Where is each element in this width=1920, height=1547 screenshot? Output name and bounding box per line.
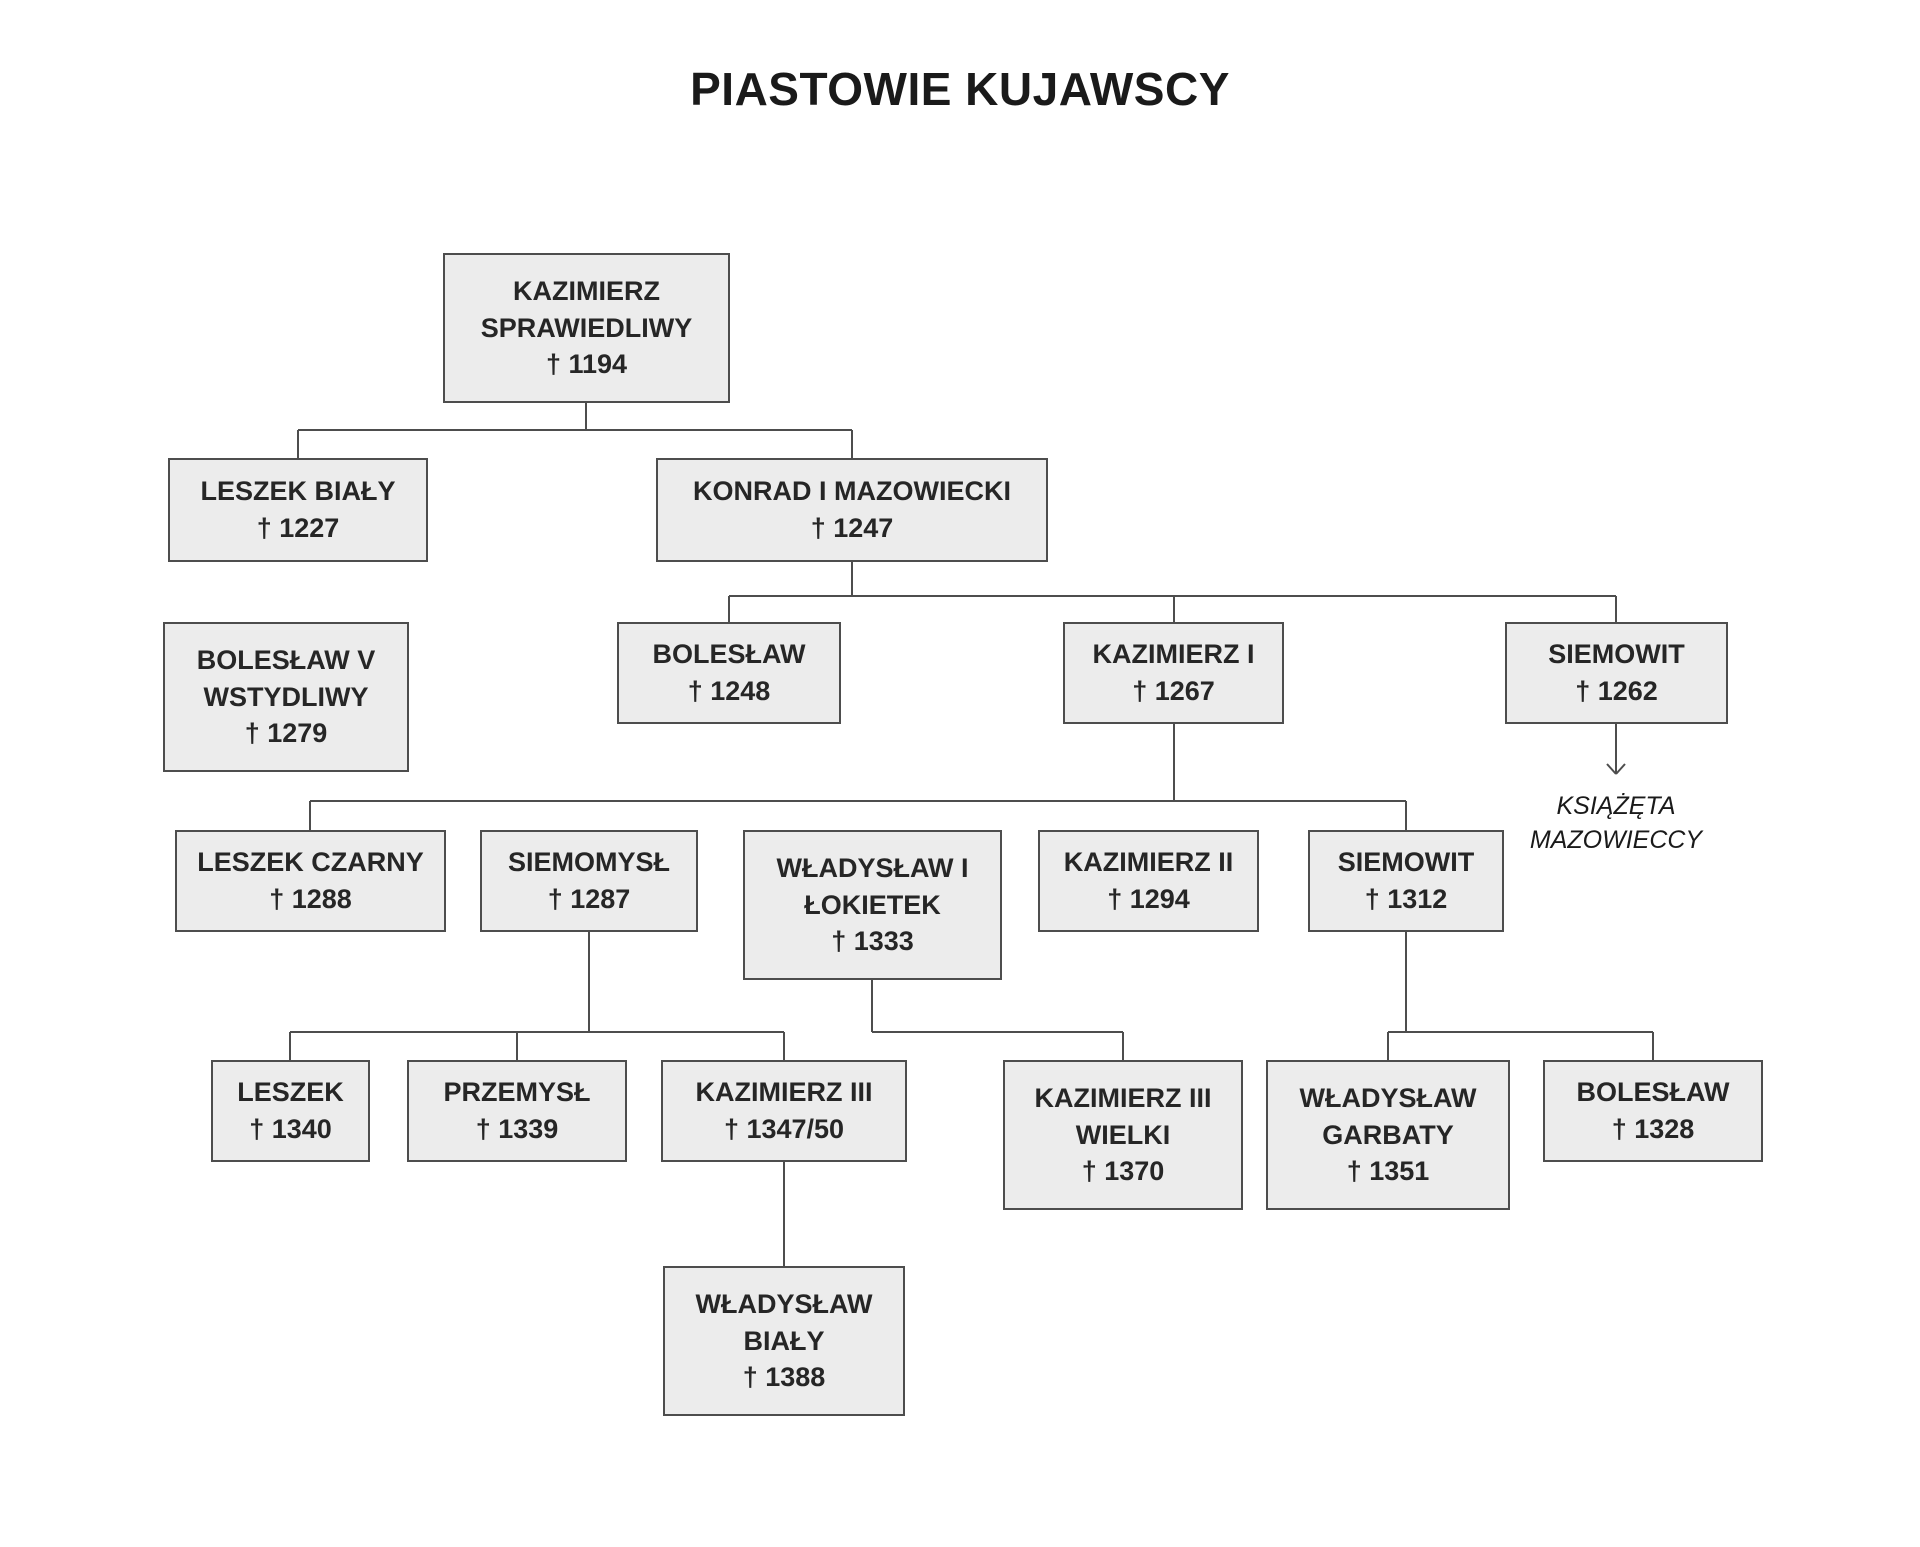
person-name-line: WŁADYSŁAW <box>695 1288 873 1319</box>
person-name-line: KAZIMIERZ I <box>1092 639 1255 670</box>
person-death-year: † 1351 <box>1346 1156 1430 1187</box>
person-box-siemomysl: SIEMOMYSŁ † 1287 <box>480 830 698 932</box>
person-box-leszek-bialy: LESZEK BIAŁY † 1227 <box>168 458 428 562</box>
person-death-year: † 1312 <box>1364 884 1448 914</box>
person-name-line: BOLESŁAW V <box>196 644 376 675</box>
person-box-konrad-i-mazowiecki: KONRAD I MAZOWIECKI † 1247 <box>656 458 1048 562</box>
person-death-year: † 1287 <box>547 884 631 914</box>
person-name-line: SPRAWIEDLIWY <box>480 312 693 343</box>
person-name-line: WIELKI <box>1075 1119 1171 1150</box>
person-name-line: BOLESŁAW <box>652 639 806 670</box>
person-box-siemowit-1262: SIEMOWIT † 1262 <box>1505 622 1728 724</box>
person-box-kazimierz-i: KAZIMIERZ I † 1267 <box>1063 622 1284 724</box>
person-death-year: † 1267 <box>1132 676 1215 706</box>
person-box-przemysl: PRZEMYSŁ † 1339 <box>407 1060 627 1162</box>
person-box-wladyslaw-garbaty: WŁADYSŁAW GARBATY † 1351 <box>1266 1060 1510 1210</box>
person-death-year: † 1247 <box>810 513 894 543</box>
person-death-year: † 1388 <box>742 1362 826 1393</box>
person-death-year: † 1294 <box>1107 884 1190 914</box>
person-death-year: † 1227 <box>256 513 340 543</box>
person-box-kazimierz-iii-wielki: KAZIMIERZ III WIELKI † 1370 <box>1003 1060 1243 1210</box>
person-name-line: WSTYDLIWY <box>203 681 369 712</box>
person-box-boleslaw-v-wstydliwy: BOLESŁAW V WSTYDLIWY † 1279 <box>163 622 409 772</box>
person-name-line: WŁADYSŁAW I <box>776 852 969 883</box>
diagram-title: PIASTOWIE KUJAWSCY <box>690 63 1230 115</box>
person-name-line: WŁADYSŁAW <box>1299 1082 1477 1113</box>
person-name-line: LESZEK <box>237 1077 344 1108</box>
annotation-line-2: MAZOWIECCY <box>1529 825 1703 854</box>
person-box-wladyslaw-i-lokietek: WŁADYSŁAW I ŁOKIETEK † 1333 <box>743 830 1002 980</box>
person-name-line: KAZIMIERZ II <box>1063 847 1234 878</box>
person-box-boleslaw-1328: BOLESŁAW † 1328 <box>1543 1060 1763 1162</box>
person-death-year: † 1279 <box>244 718 328 749</box>
person-name-line: GARBATY <box>1322 1119 1454 1150</box>
person-name-line: LESZEK CZARNY <box>197 847 424 878</box>
person-name-line: BOLESŁAW <box>1576 1077 1730 1108</box>
person-name-line: KAZIMIERZ <box>513 275 660 306</box>
person-name-line: ŁOKIETEK <box>804 889 941 920</box>
person-box-kazimierz-iii: KAZIMIERZ III † 1347/50 <box>661 1060 907 1162</box>
person-name-line: BIAŁY <box>743 1325 825 1356</box>
person-death-year: † 1339 <box>475 1114 559 1144</box>
person-box-kazimierz-sprawiedliwy: KAZIMIERZ SPRAWIEDLIWY † 1194 <box>443 253 730 403</box>
person-name-line: KAZIMIERZ III <box>695 1077 873 1108</box>
person-death-year: † 1333 <box>831 926 914 957</box>
person-death-year: † 1262 <box>1575 676 1658 706</box>
person-death-year: † 1328 <box>1611 1114 1695 1144</box>
person-name-line: LESZEK BIAŁY <box>200 476 396 507</box>
person-name-line: SIEMOWIT <box>1548 639 1685 670</box>
person-death-year: † 1288 <box>269 884 352 914</box>
person-death-year: † 1340 <box>249 1114 332 1144</box>
person-death-year: † 1370 <box>1081 1156 1165 1187</box>
arrow-head-icon <box>1606 763 1617 775</box>
person-box-kazimierz-ii: KAZIMIERZ II † 1294 <box>1038 830 1259 932</box>
annotation-ksiazeta-mazowieccy: KSIĄŻĘTA MAZOWIECCY <box>1491 790 1741 858</box>
annotation-line-1: KSIĄŻĘTA <box>1556 792 1676 820</box>
person-box-wladyslaw-bialy: WŁADYSŁAW BIAŁY † 1388 <box>663 1266 905 1416</box>
person-name-line: SIEMOMYSŁ <box>507 847 670 878</box>
person-box-siemowit-1312: SIEMOWIT † 1312 <box>1308 830 1504 932</box>
person-box-leszek-czarny: LESZEK CZARNY † 1288 <box>175 830 446 932</box>
person-name-line: SIEMOWIT <box>1337 847 1475 878</box>
person-death-year: † 1248 <box>687 676 771 706</box>
person-name-line: KAZIMIERZ III <box>1034 1082 1212 1113</box>
arrow-head-icon <box>1615 763 1626 775</box>
person-name-line: PRZEMYSŁ <box>443 1077 591 1108</box>
person-death-year: † 1194 <box>545 349 628 380</box>
person-death-year: † 1347/50 <box>723 1114 845 1144</box>
person-name-line: KONRAD I MAZOWIECKI <box>693 476 1011 507</box>
person-box-boleslaw-1248: BOLESŁAW † 1248 <box>617 622 841 724</box>
person-box-leszek-1340: LESZEK † 1340 <box>211 1060 370 1162</box>
